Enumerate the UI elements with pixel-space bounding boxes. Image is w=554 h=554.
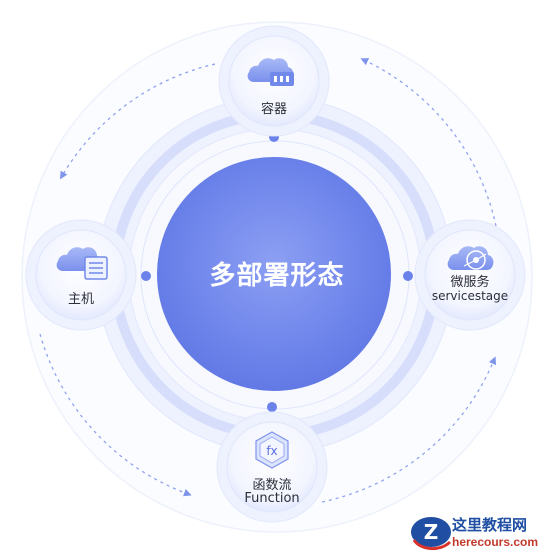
watermark-logo-icon: Z [411, 517, 452, 550]
center-circle [157, 157, 391, 391]
watermark-url: herecours.com [452, 535, 539, 549]
node-right-label-en: servicestage [431, 289, 509, 303]
fx-function-icon: fx [255, 431, 289, 469]
node-top-label: 容器 [260, 102, 287, 117]
connector-dot-right [403, 271, 413, 281]
svg-text:fx: fx [266, 444, 277, 458]
cloud-container-icon [247, 58, 294, 86]
center-title: 多部署形态 [209, 261, 345, 291]
node-bottom-label-cn: 函数流 [252, 478, 292, 493]
node-left-label: 主机 [67, 292, 94, 307]
dashed-arrow-bottom-left [39, 333, 192, 497]
connector-dot-bottom [267, 402, 277, 412]
dashed-arrow-top-right [360, 58, 497, 227]
svg-text:Z: Z [424, 520, 439, 544]
dashed-arrow-bottom-right [321, 356, 497, 503]
node-right [414, 219, 526, 331]
watermark-title: 这里教程网 [452, 516, 528, 534]
cloud-server-icon [56, 247, 108, 280]
dashed-arrow-top-left [60, 63, 216, 180]
cloud-microservice-icon [447, 246, 494, 270]
node-left [25, 219, 137, 331]
watermark: 这里教程网 herecours.com [406, 508, 554, 554]
node-bottom-label-en: Function [244, 491, 300, 506]
node-right-label-cn: 微服务 [450, 275, 490, 290]
connector-dot-left [141, 271, 151, 281]
